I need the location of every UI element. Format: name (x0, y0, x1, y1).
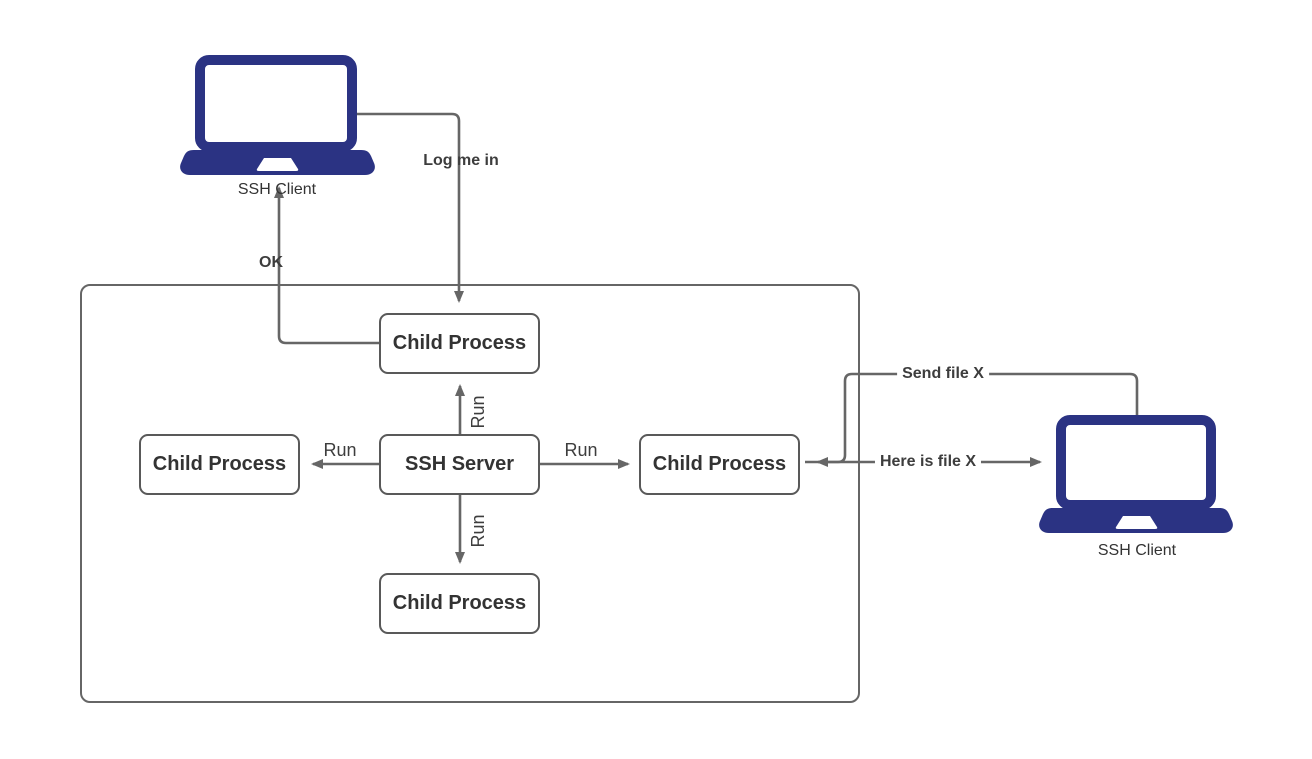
label-ssh-client-right: SSH Client (1097, 542, 1177, 559)
node-child-process-left: Child Process (139, 434, 300, 495)
edge-label-run-right: Run (564, 440, 598, 460)
edge-label-log-me-in: Log me in (423, 152, 499, 169)
edge-label-run-up: Run (468, 395, 488, 429)
node-ssh-server: SSH Server (379, 434, 540, 495)
edge-label-ok: OK (259, 254, 283, 271)
edge-label-here-is-file-x: Here is file X (874, 454, 982, 470)
edge-label-run-left: Run (323, 440, 357, 460)
server-host-boundary (80, 284, 860, 703)
node-child-process-top: Child Process (379, 313, 540, 374)
edge-log-me-in (357, 112, 464, 303)
edge-label-send-file-x: Send file X (897, 366, 989, 382)
edge-label-run-down: Run (468, 514, 488, 548)
laptop-icon-left (180, 55, 375, 175)
node-child-process-right: Child Process (639, 434, 800, 495)
label-ssh-client-left: SSH Client (237, 181, 317, 198)
node-child-process-bottom: Child Process (379, 573, 540, 634)
laptop-icon-right (1039, 415, 1233, 533)
edge-send-file-x (816, 372, 1139, 467)
edge-ok (274, 186, 379, 345)
